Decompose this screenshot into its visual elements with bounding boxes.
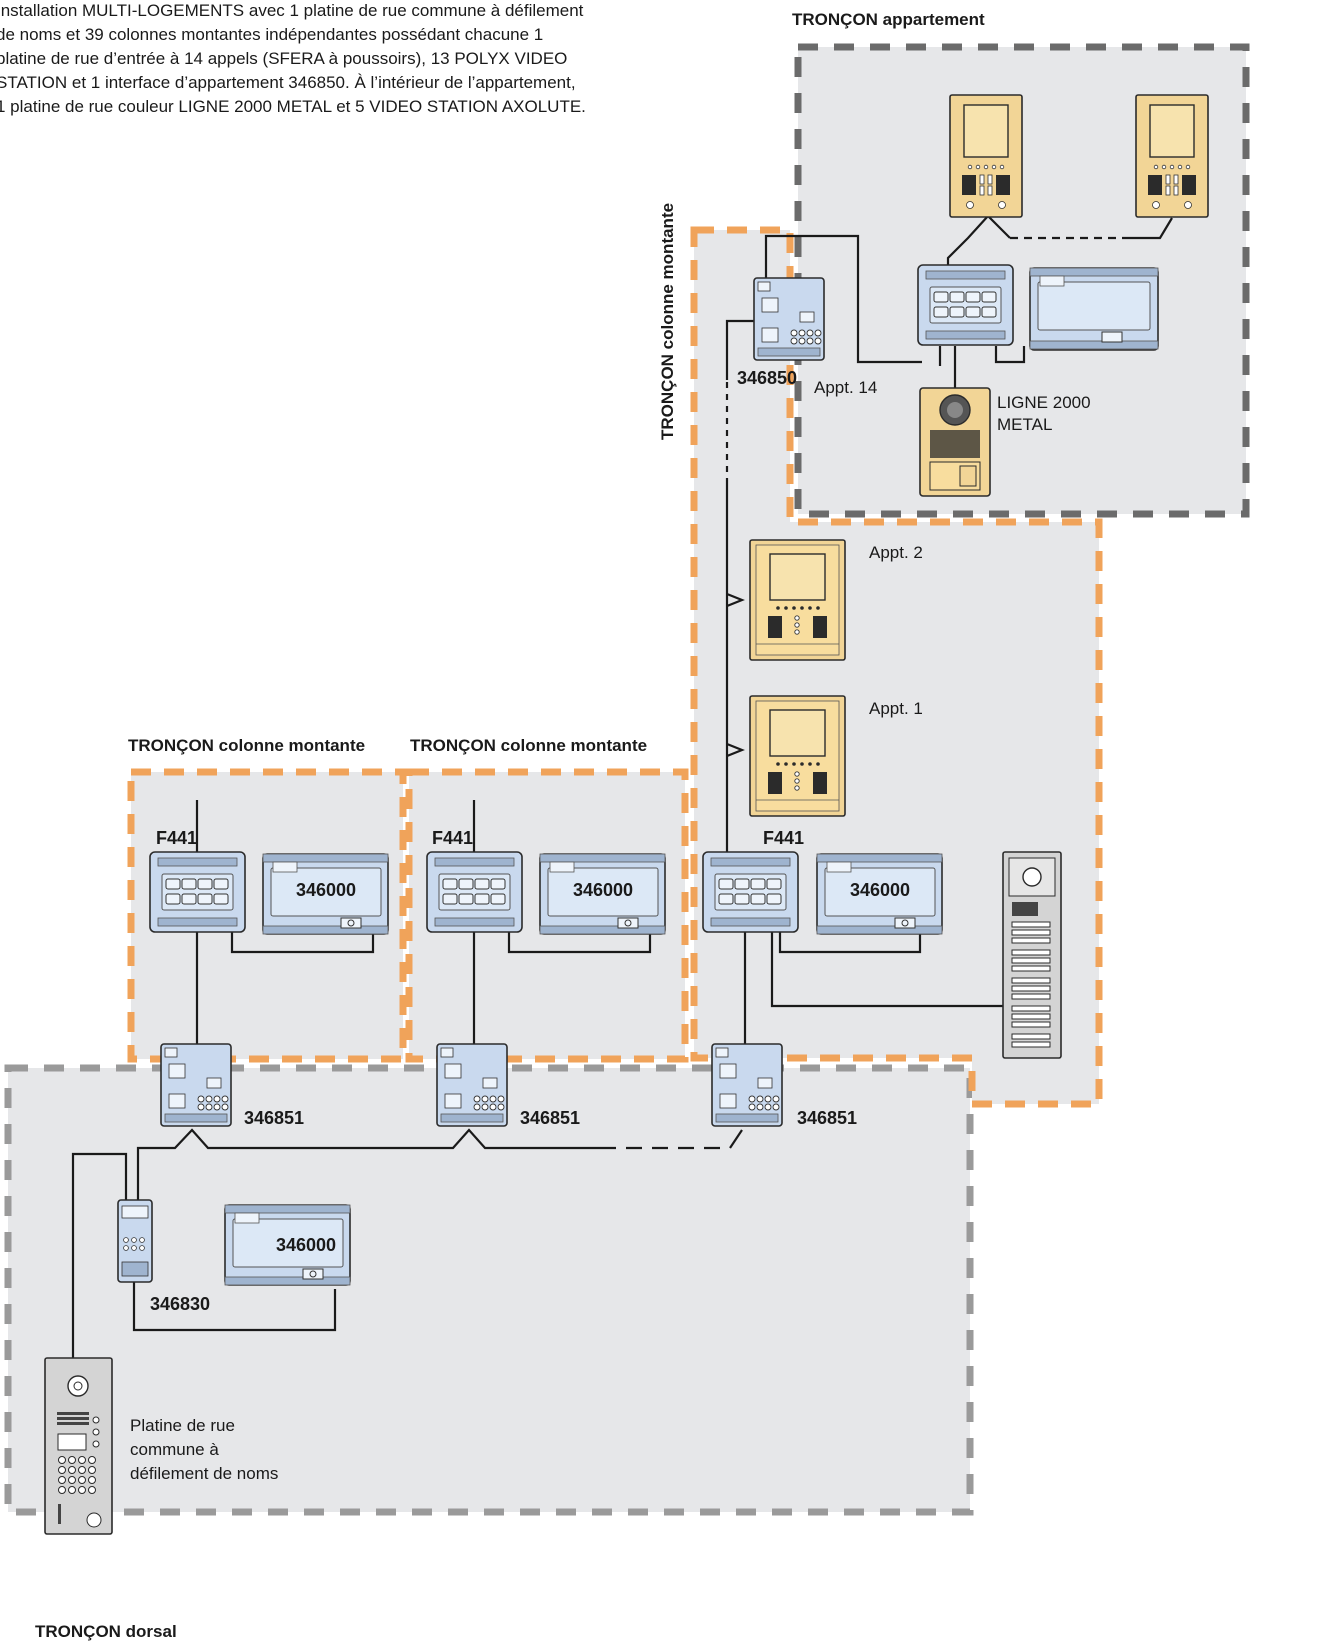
video-station-appt-1 xyxy=(749,695,846,817)
f441-distributor-3 xyxy=(702,851,799,933)
apartment-interface-label: 346850 xyxy=(737,368,797,388)
floor-interface-label-2: 346851 xyxy=(520,1108,580,1128)
ligne2000-label-line-2: METAL xyxy=(997,415,1052,434)
floor-interface-label-3: 346851 xyxy=(797,1108,857,1128)
power-supply-label-3: 346000 xyxy=(850,880,910,900)
sfera-door-panel xyxy=(1002,851,1062,1059)
section-colonne-2-label: TRONÇON colonne montante xyxy=(410,736,647,755)
floor-interface-3 xyxy=(711,1043,783,1127)
floor-interface-2 xyxy=(436,1043,508,1127)
platine-label-line-3: défilement de noms xyxy=(130,1464,278,1483)
appt-14-label: Appt. 14 xyxy=(814,378,877,397)
axolute-station-1 xyxy=(949,94,1023,218)
description: Installation MULTI-LOGEMENTS avec 1 plat… xyxy=(0,1,586,116)
appt-1-label: Appt. 1 xyxy=(869,699,923,718)
zone-dorsal xyxy=(4,1064,974,1516)
wiring xyxy=(71,214,1173,1358)
power-supply-label-2: 346000 xyxy=(573,880,633,900)
common-door-panel xyxy=(44,1357,113,1535)
description-line-5: 1 platine de rue couleur LIGNE 2000 META… xyxy=(0,97,586,116)
description-line-3: platine de rue d’entrée à 14 appels (SFE… xyxy=(0,49,567,68)
ligne2000-door-panel xyxy=(919,387,991,497)
f441-label-3: F441 xyxy=(763,828,804,848)
apartment-interface xyxy=(753,277,825,361)
platine-label-line-2: commune à xyxy=(130,1440,219,1459)
power-supply-label-1: 346000 xyxy=(296,880,356,900)
appt-2-label: Appt. 2 xyxy=(869,543,923,562)
floor-interface-label-1: 346851 xyxy=(244,1108,304,1128)
power-supply-appartement xyxy=(1029,267,1159,351)
section-dorsal-label: TRONÇON dorsal xyxy=(35,1622,177,1641)
f441-distributor-1 xyxy=(149,851,246,933)
axolute-station-2 xyxy=(1135,94,1209,218)
video-station-appt-2 xyxy=(749,539,846,661)
main-interface xyxy=(117,1199,153,1283)
f441-distributor-2 xyxy=(426,851,523,933)
section-colonne-1-label: TRONÇON colonne montante xyxy=(128,736,365,755)
f441-label-2: F441 xyxy=(432,828,473,848)
f441-label-1: F441 xyxy=(156,828,197,848)
ligne2000-label-line-1: LIGNE 2000 xyxy=(997,393,1091,412)
section-colonne-3-label: TRONÇON colonne montante xyxy=(658,203,677,440)
floor-interface-1 xyxy=(160,1043,232,1127)
main-interface-label: 346830 xyxy=(150,1294,210,1314)
platine-label-line-1: Platine de rue xyxy=(130,1416,235,1435)
description-line-1: Installation MULTI-LOGEMENTS avec 1 plat… xyxy=(0,1,584,20)
section-appartement-label: TRONÇON appartement xyxy=(792,10,985,29)
f441-distributor-appartement xyxy=(917,264,1014,346)
description-line-2: de noms et 39 colonnes montantes indépen… xyxy=(0,25,543,44)
description-line-4: STATION et 1 interface d’appartement 346… xyxy=(0,73,576,92)
power-supply-label-dorsal: 346000 xyxy=(276,1235,336,1255)
